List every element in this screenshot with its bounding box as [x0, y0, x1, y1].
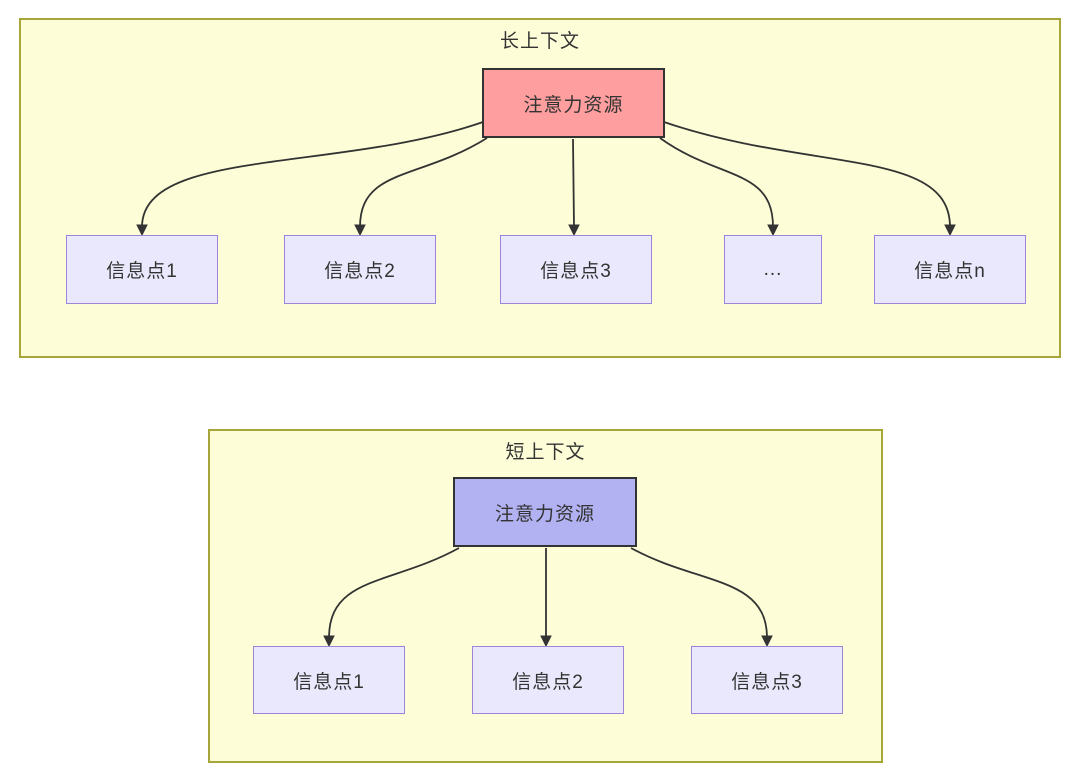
info-point-box-short-3: 信息点3 [691, 646, 843, 714]
info-point-label: 信息点1 [293, 671, 365, 693]
info-point-box-long-n: 信息点n [874, 235, 1026, 304]
info-point-box-short-2: 信息点2 [472, 646, 624, 714]
long-context-title: 长上下文 [499, 31, 580, 52]
info-point-label: 信息点3 [731, 671, 803, 693]
short-attention-label: 注意力资源 [494, 503, 595, 525]
info-point-box-long-dots: ... [724, 235, 822, 304]
info-point-label: 信息点1 [106, 261, 178, 282]
info-point-box-long-2: 信息点2 [284, 235, 436, 304]
info-point-label: ... [763, 258, 783, 280]
info-point-box-long-1: 信息点1 [66, 235, 218, 304]
short-attention-box: 注意力资源 [453, 477, 637, 547]
long-attention-box: 注意力资源 [482, 68, 665, 138]
info-point-label: 信息点n [914, 261, 986, 282]
info-point-label: 信息点2 [512, 671, 584, 693]
info-point-label: 信息点2 [324, 261, 396, 282]
info-point-box-long-3: 信息点3 [500, 235, 652, 304]
info-point-box-short-1: 信息点1 [253, 646, 405, 714]
short-context-title: 短上下文 [505, 442, 586, 463]
long-attention-label: 注意力资源 [523, 94, 624, 116]
info-point-label: 信息点3 [540, 261, 612, 282]
